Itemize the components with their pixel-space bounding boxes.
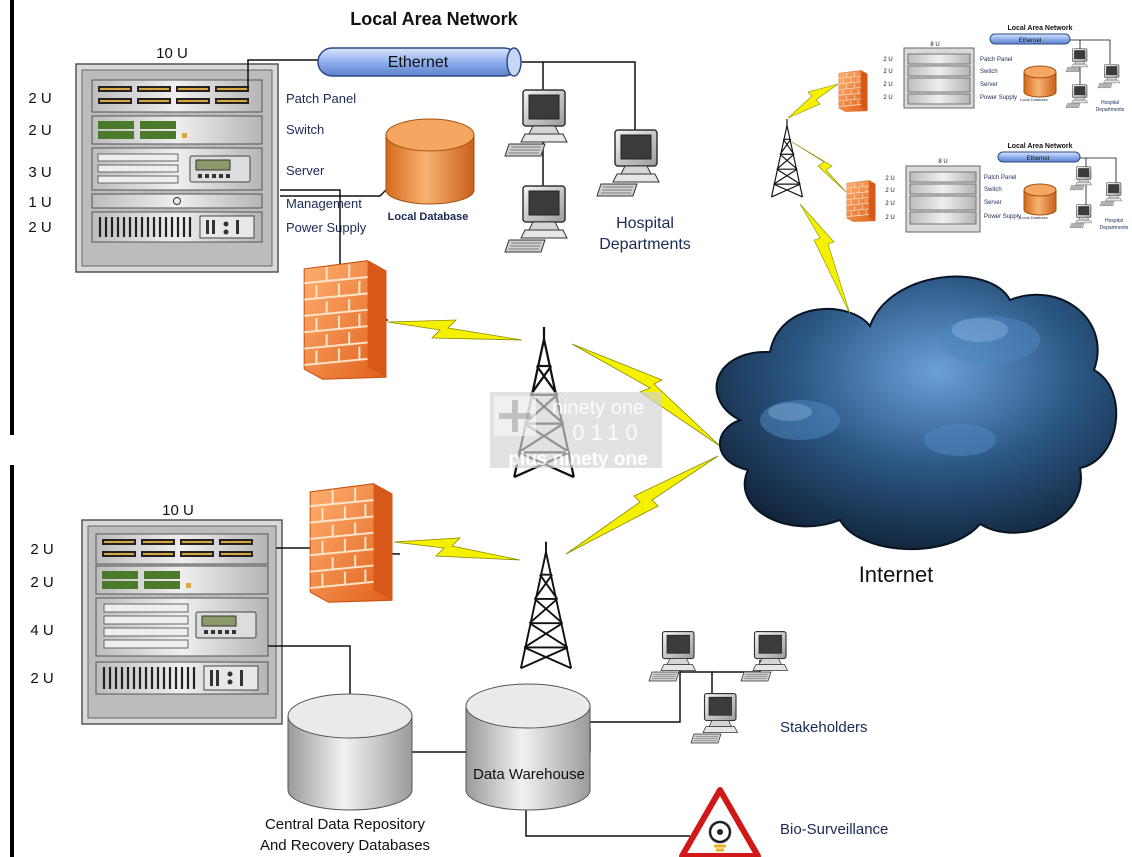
central-repo-label-2: And Recovery Databases: [260, 837, 430, 854]
stakeholder-computer-2: [740, 630, 789, 682]
top-unit-label-2: 2 U: [28, 122, 51, 139]
mini-lan-1-unit-2: 2 U: [883, 69, 892, 75]
mini-lan-1-unit-4: 2 U: [883, 95, 892, 101]
bottom-wireless-link-2: [565, 455, 719, 555]
ethernet-label: Ethernet: [388, 54, 449, 71]
mini-lan-2-units: 8 U: [938, 159, 947, 165]
remote-radio-tower: [770, 118, 804, 198]
hospital-computer-2: [596, 129, 660, 197]
component-label-patch-panel: Patch Panel: [286, 91, 356, 106]
mini-lan-2-unit-2: 2 U: [885, 188, 894, 194]
bottom-unit-label-3: 4 U: [30, 622, 53, 639]
local-database-label: Local Database: [388, 211, 469, 223]
mini-lan-2-dept-1: Hospital: [1105, 218, 1123, 224]
mini-lan-1-unit-1: 2 U: [883, 57, 892, 63]
remote-wireless-links: [787, 83, 851, 315]
bottom-firewall: [308, 482, 394, 604]
top-wireless-link-1: [387, 319, 523, 341]
bottom-radio-tower: [519, 540, 573, 670]
mini-lan-2-unit-4: 2 U: [885, 215, 894, 221]
bottom-unit-label-2: 2 U: [30, 574, 53, 591]
component-label-switch: Switch: [286, 122, 324, 137]
mini-lan-2-comp-4: Power Supply: [984, 214, 1021, 220]
component-label-power-supply: Power Supply: [286, 220, 367, 235]
mini-lan-1-comp-4: Power Supply: [980, 95, 1017, 101]
mini-lan-1: Local Area Network 8 U 2 U 2 U 2 U 2 U P…: [883, 25, 1124, 113]
top-rack-units: 10 U: [156, 45, 188, 62]
mini-lan-2-comp-3: Server: [984, 200, 1002, 206]
mini-lan-2: Local Area Network 8 U 2 U 2 U 2 U 2 U P…: [885, 143, 1129, 233]
mini-lan-1-ethernet: Ethernet: [1019, 38, 1042, 44]
stakeholder-computer-3: [690, 692, 739, 744]
bottom-unit-label-4: 2 U: [30, 670, 53, 687]
stakeholders-label: Stakeholders: [780, 719, 868, 736]
mini-lan-1-units: 8 U: [930, 42, 939, 48]
stakeholder-computer-1: [648, 630, 697, 682]
bottom-wireless-link-1: [393, 537, 521, 561]
top-unit-label-1: 2 U: [28, 90, 51, 107]
watermark-line-2: 0110: [572, 420, 643, 445]
mini-lan-1-comp-1: Patch Panel: [980, 57, 1012, 63]
top-unit-label-3: 3 U: [28, 164, 51, 181]
internet-label: Internet: [859, 562, 934, 587]
mini-lan-1-comp-3: Server: [980, 82, 998, 88]
bio-surveillance-label: Bio-Surveillance: [780, 821, 888, 838]
hospital-computer-3: [504, 185, 568, 253]
central-repo-label-1: Central Data Repository: [265, 816, 426, 833]
top-server-rack: [75, 63, 279, 273]
bottom-unit-label-1: 2 U: [30, 541, 53, 558]
component-label-server: Server: [286, 163, 325, 178]
mini-lan-1-title: Local Area Network: [1007, 25, 1072, 32]
ethernet-bus: Ethernet: [317, 47, 522, 77]
biohazard-icon: [679, 787, 761, 857]
mini-lan-2-dept-2: Departments: [1100, 225, 1129, 231]
hospital-departments-label-1: Hospital: [616, 215, 674, 232]
mini-lan-2-unit-3: 2 U: [885, 201, 894, 207]
mini-lan-1-database: Local Database: [1020, 97, 1049, 102]
mini-lan-1-comp-2: Switch: [980, 69, 998, 75]
watermark-line-1: ninety one: [552, 397, 644, 419]
lan-title: Local Area Network: [350, 9, 518, 29]
mini-lan-2-title: Local Area Network: [1007, 143, 1072, 150]
component-label-management: Management: [286, 196, 362, 211]
watermark-line-3: plus ninety one: [508, 449, 647, 470]
mini-lan-2-comp-2: Switch: [984, 187, 1002, 193]
internet-cloud: Internet: [715, 275, 1118, 587]
top-unit-label-4: 1 U: [28, 194, 51, 211]
data-warehouse: Data Warehouse: [465, 683, 591, 811]
local-database: Local Database: [385, 118, 475, 223]
remote-firewall-1: [838, 69, 868, 113]
mini-lan-2-unit-1: 2 U: [885, 176, 894, 182]
hospital-departments-label-2: Departments: [599, 236, 691, 253]
remote-firewall-2: [846, 179, 876, 223]
central-repository-database: Central Data Repository And Recovery Dat…: [260, 693, 430, 854]
mini-lan-2-ethernet: Ethernet: [1027, 156, 1050, 162]
mini-lan-1-dept-2: Departments: [1096, 107, 1125, 113]
top-firewall: [303, 259, 388, 381]
mini-lan-2-database: Local Database: [1020, 215, 1049, 220]
hospital-computer-1: [504, 89, 568, 157]
bottom-server-rack: [81, 519, 283, 725]
mini-lan-1-unit-3: 2 U: [883, 82, 892, 88]
mini-lan-1-dept-1: Hospital: [1101, 100, 1119, 106]
data-warehouse-label: Data Warehouse: [473, 766, 585, 783]
bottom-rack-units: 10 U: [162, 502, 194, 519]
watermark: ninety one 0110 plus ninety one: [490, 392, 662, 470]
top-unit-label-5: 2 U: [28, 219, 51, 236]
mini-lan-2-comp-1: Patch Panel: [984, 175, 1016, 181]
